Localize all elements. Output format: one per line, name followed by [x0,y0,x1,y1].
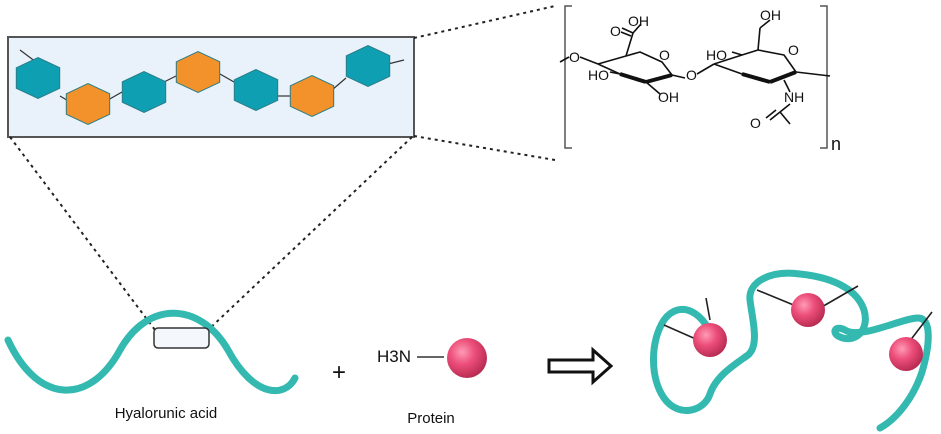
ring-o-left-label: O [659,47,670,63]
hyaluronic-acid-label: Hyalorunic acid [115,405,218,422]
left-bracket [564,5,572,149]
inset-box [7,36,415,138]
protein-label: Protein [407,410,455,427]
protein-sphere-icon [693,323,727,357]
amine-label: H3N [377,347,411,366]
teal-hexagon-unit [15,56,61,100]
protein: H3N Protein [377,338,487,427]
zoom-selection-box [153,327,210,349]
protein-sphere-icon [889,337,923,371]
zoom-lines [9,5,556,331]
conjugate-chain [650,269,932,432]
carboxyl-o-label: O [610,23,621,39]
hyaluronic-acid-chain [4,309,299,395]
glycosidic-o-label: O [686,67,697,83]
carboxyl-oh-label: OH [628,13,649,29]
orange-hexagon-unit [289,74,335,118]
ring-o-right-label: O [788,42,799,58]
ch2oh-label: OH [760,7,781,23]
right-bracket [820,5,828,149]
chemical-structure: O OH O O HO OH O OH HO O NH O n [559,5,841,154]
ho-left-label: HO [588,67,609,83]
polymer-chain-inset [7,36,415,138]
teal-hexagon-unit [121,70,167,114]
nh-label: NH [784,89,804,105]
ho-right-label: HO [706,47,727,63]
repeat-n-label: n [831,134,841,154]
orange-hexagon-unit [175,50,221,94]
hexagon-chain [19,49,405,103]
plus-sign: + [332,359,346,386]
acetyl-o-label: O [750,115,761,131]
chain-o-label: O [569,49,580,65]
hyaluronic-protein-conjugate [650,269,933,432]
hyaluronic-acid: Hyalorunic acid [4,309,299,422]
oh-left-bottom-label: OH [658,89,679,105]
orange-hexagon-unit [65,82,111,126]
hollow-right-arrow-icon [547,346,614,386]
teal-hexagon-unit [233,68,279,112]
protein-sphere-icon [447,338,487,378]
teal-hexagon-unit [345,44,391,88]
hexagon-units [15,44,391,126]
protein-sphere-icon [791,293,825,327]
